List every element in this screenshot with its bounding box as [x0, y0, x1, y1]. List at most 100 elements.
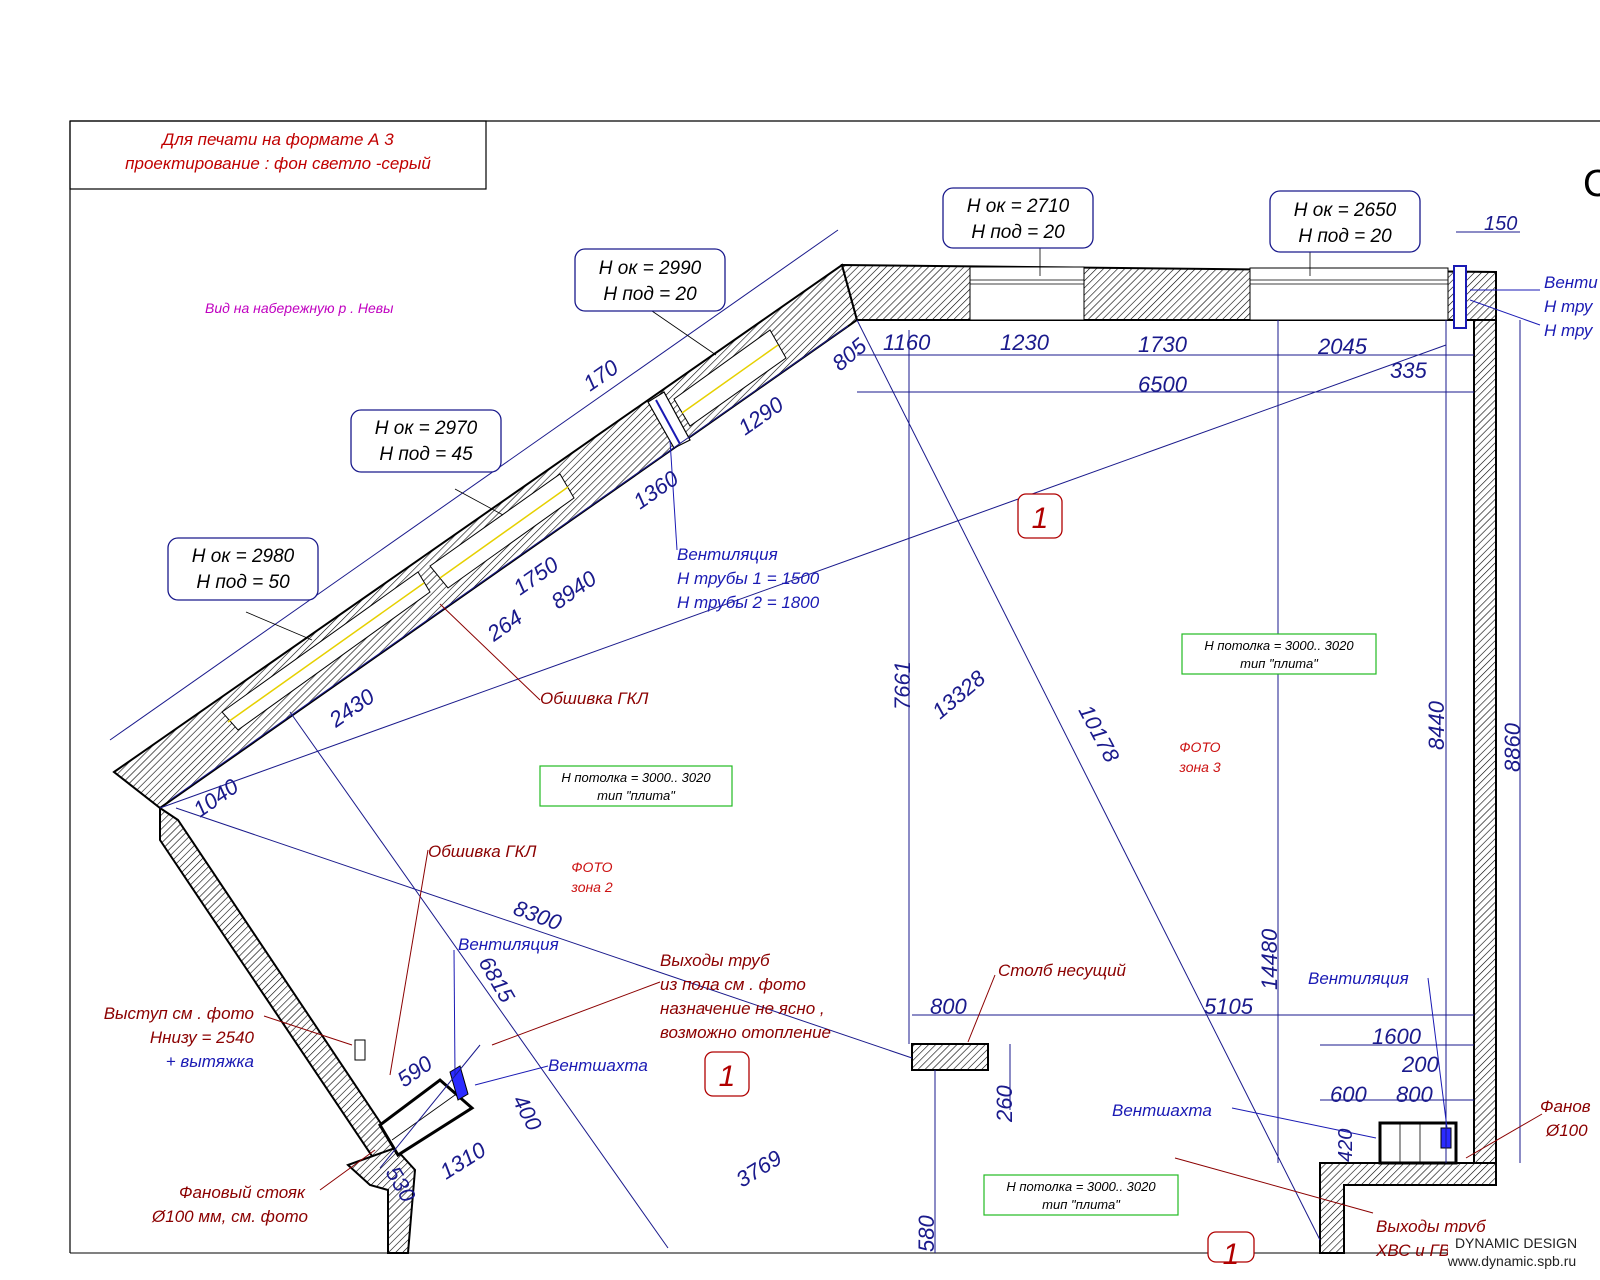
wall-right	[1473, 319, 1497, 1186]
window-5-h-ok: Н ок = 2650	[1294, 200, 1397, 221]
view-label: Вид на набережную р . Невы	[205, 300, 394, 316]
dim-420: 420	[1335, 1129, 1357, 1162]
vent-top-title: Вентиляция	[677, 545, 778, 564]
window-3-h-pod: Н под = 20	[603, 284, 697, 305]
dim-1310: 1310	[435, 1137, 490, 1185]
ventshaft-right-label: Вентшахта	[1112, 1101, 1212, 1120]
vent-top-pipe1: Н трубы 1 = 1500	[677, 569, 820, 588]
wall-left-slanted	[159, 806, 402, 1170]
vent-shafts	[354, 265, 1467, 1165]
ledge-exhaust	[354, 1039, 366, 1061]
ledge-note-line1: Выступ см . фото	[104, 1004, 254, 1023]
dim-600: 600	[1330, 1082, 1367, 1107]
pipes-note-line2: из пола см . фото	[660, 975, 806, 994]
fan-right-line2: Ø100	[1545, 1121, 1588, 1140]
dim-335: 335	[1390, 358, 1427, 383]
ceiling-2-type: тип "плита"	[1240, 656, 1319, 671]
dim-170: 170	[579, 354, 624, 396]
ledge-note-line3: + вытяжка	[166, 1052, 254, 1071]
ceiling-1-type: тип "плита"	[597, 788, 676, 803]
dim-1160: 1160	[883, 330, 931, 355]
dim-6815: 6815	[474, 952, 521, 1008]
window-1-h-pod: Н под = 50	[196, 572, 290, 593]
vent-shaft-left	[378, 1078, 475, 1158]
vent-left-title: Вентиляция	[458, 935, 559, 954]
dim-1230: 1230	[1000, 330, 1050, 355]
dimension-labels: 150 1160 1230 1730 2045 335 6500 805 129…	[189, 213, 1525, 1252]
dim-150: 150	[1484, 213, 1517, 235]
dim-8440: 8440	[1424, 700, 1449, 750]
photo-zone-3-name: зона 3	[1178, 759, 1221, 775]
photo-zone-2-name: зона 2	[570, 879, 613, 895]
dim-805: 805	[827, 333, 872, 376]
photo-zone-3-label: ФОТО	[1179, 739, 1220, 755]
ceiling-1-height: Н потолка = 3000.. 3020	[561, 770, 711, 785]
dim-800-column: 800	[930, 994, 967, 1019]
vent-right-label: Вентиляция	[1308, 969, 1409, 988]
dim-5105: 5105	[1204, 994, 1254, 1019]
right-edge-line1: Венти	[1544, 273, 1598, 292]
sheet-title-fragment: С	[1583, 163, 1600, 205]
load-bearing-column	[911, 1043, 989, 1071]
window-5	[1249, 267, 1449, 321]
window-1-h-ok: Н ок = 2980	[192, 546, 295, 567]
right-edge-line3: Н тру	[1544, 321, 1594, 340]
dim-8860: 8860	[1500, 722, 1525, 772]
dim-1730: 1730	[1138, 332, 1188, 357]
dim-2430: 2430	[324, 683, 380, 733]
gkl-note-lower: Обшивка ГКЛ	[428, 842, 537, 861]
window-4-h-ok: Н ок = 2710	[967, 196, 1070, 217]
brand-block: DYNAMIC DESIGN www.dynamic.spb.ru	[1447, 1232, 1600, 1280]
window-1	[221, 571, 431, 731]
print-note-line2: проектирование : фон светло -серый	[125, 154, 431, 173]
ceiling-2-height: Н потолка = 3000.. 3020	[1204, 638, 1354, 653]
ceiling-3-height: Н потолка = 3000.. 3020	[1006, 1179, 1156, 1194]
dim-10178: 10178	[1074, 701, 1125, 767]
window-3-h-ok: Н ок = 2990	[599, 258, 702, 279]
window-4-h-pod: Н под = 20	[971, 222, 1065, 243]
dim-580: 580	[914, 1215, 939, 1252]
print-note-box: Для печати на формате А 3 проектирование…	[69, 120, 487, 190]
annotations: Вентиляция Н трубы 1 = 1500 Н трубы 2 = …	[104, 273, 1599, 1260]
leader-lines	[245, 248, 1543, 1214]
dim-400: 400	[508, 1091, 548, 1136]
windows	[221, 266, 1449, 731]
zone-marker-1: 1	[1032, 502, 1049, 535]
column-label: Столб несущий	[998, 961, 1127, 980]
dim-14480: 14480	[1257, 928, 1282, 990]
ventshaft-left-label: Вентшахта	[548, 1056, 648, 1075]
dim-260: 260	[992, 1085, 1017, 1123]
print-note-line1: Для печати на формате А 3	[160, 130, 394, 149]
gkl-note-upper: Обшивка ГКЛ	[540, 689, 649, 708]
photo-zones: ФОТО зона 2 ФОТО зона 3	[570, 739, 1221, 895]
dim-1600: 1600	[1372, 1024, 1422, 1049]
window-2-h-pod: Н под = 45	[379, 444, 473, 465]
photo-zone-2-label: ФОТО	[571, 859, 612, 875]
window-2-h-ok: Н ок = 2970	[375, 418, 478, 439]
dim-3769: 3769	[731, 1145, 786, 1192]
brand-name: DYNAMIC DESIGN	[1455, 1235, 1577, 1251]
brand-url: www.dynamic.spb.ru	[1447, 1253, 1576, 1269]
window-3	[673, 329, 787, 427]
walls	[112, 263, 1497, 1254]
zone-marker-3: 1	[1223, 1238, 1240, 1271]
window-5-h-pod: Н под = 20	[1298, 226, 1392, 247]
zone-marker-2: 1	[719, 1060, 736, 1093]
fan-riser-line1: Фановый стояк	[179, 1183, 306, 1202]
dim-8300: 8300	[510, 895, 565, 935]
dim-800-shaft: 800	[1396, 1082, 1433, 1107]
vent-pipe-top-right	[1453, 265, 1467, 329]
dim-13328: 13328	[927, 665, 991, 724]
dim-6500: 6500	[1138, 372, 1188, 397]
wall-bottom-right	[1319, 1162, 1497, 1254]
dimension-lines	[109, 229, 1521, 1253]
zone-markers: 1 1 1	[704, 493, 1255, 1271]
pipes-note-line3: назначение не ясно ,	[660, 999, 825, 1018]
right-edge-line2: Н тру	[1544, 297, 1594, 316]
ceiling-notes: Н потолка = 3000.. 3020 тип "плита" Н по…	[539, 633, 1377, 1216]
dim-200: 200	[1401, 1052, 1439, 1077]
ceiling-3-type: тип "плита"	[1042, 1197, 1121, 1212]
dim-2045: 2045	[1317, 334, 1368, 359]
fan-right-line1: Фанов	[1540, 1097, 1591, 1116]
